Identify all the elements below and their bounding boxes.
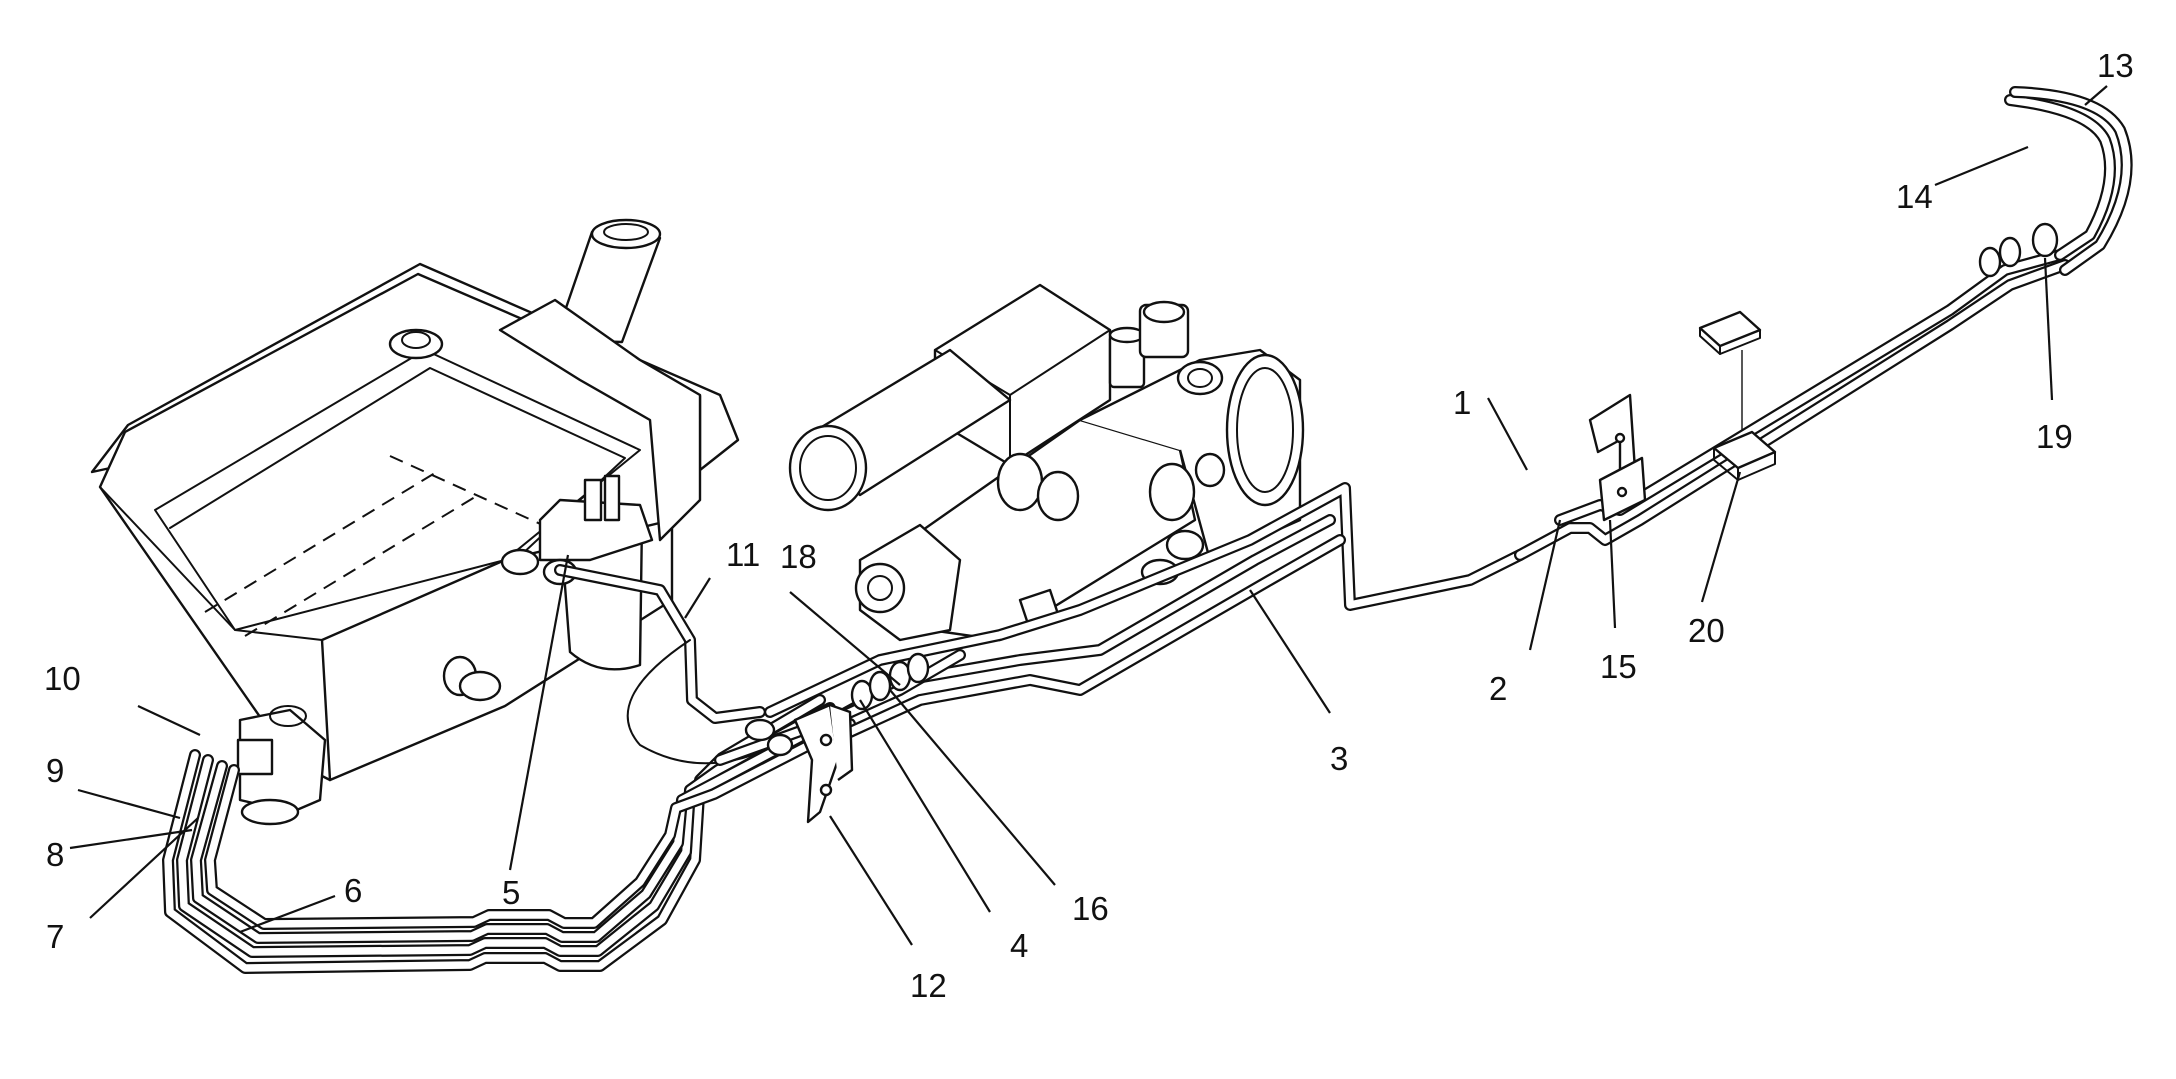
hydraulic-tank [90,218,740,826]
callout-16: 16 [1072,890,1109,927]
callout-12: 12 [910,967,947,1004]
callout-3: 3 [1330,740,1348,777]
callout-9: 9 [46,752,64,789]
callout-4: 4 [1010,927,1028,964]
callout-15: 15 [1600,648,1637,685]
callout-2: 2 [1489,670,1507,707]
callout-8: 8 [46,836,64,873]
bracket-12 [744,703,854,824]
callout-14: 14 [1896,178,1933,215]
callout-19: 19 [2036,418,2073,455]
callout-labels: 1 2 3 4 5 6 7 8 9 10 11 12 13 14 15 16 1… [44,47,2134,1004]
callout-20: 20 [1688,612,1725,649]
callout-13: 13 [2097,47,2134,84]
callout-7: 7 [46,918,64,955]
callout-18: 18 [780,538,817,575]
callout-5: 5 [502,874,520,911]
callout-10: 10 [44,660,81,697]
leader-lines [69,85,2108,946]
callout-1: 1 [1453,384,1471,421]
valve-assembly [788,283,1305,642]
line-1-2 [1514,86,2133,561]
clamp-pads [1698,310,1777,481]
callout-6: 6 [344,872,362,909]
callout-11: 11 [726,536,760,573]
lower-line-bundle [162,694,856,974]
